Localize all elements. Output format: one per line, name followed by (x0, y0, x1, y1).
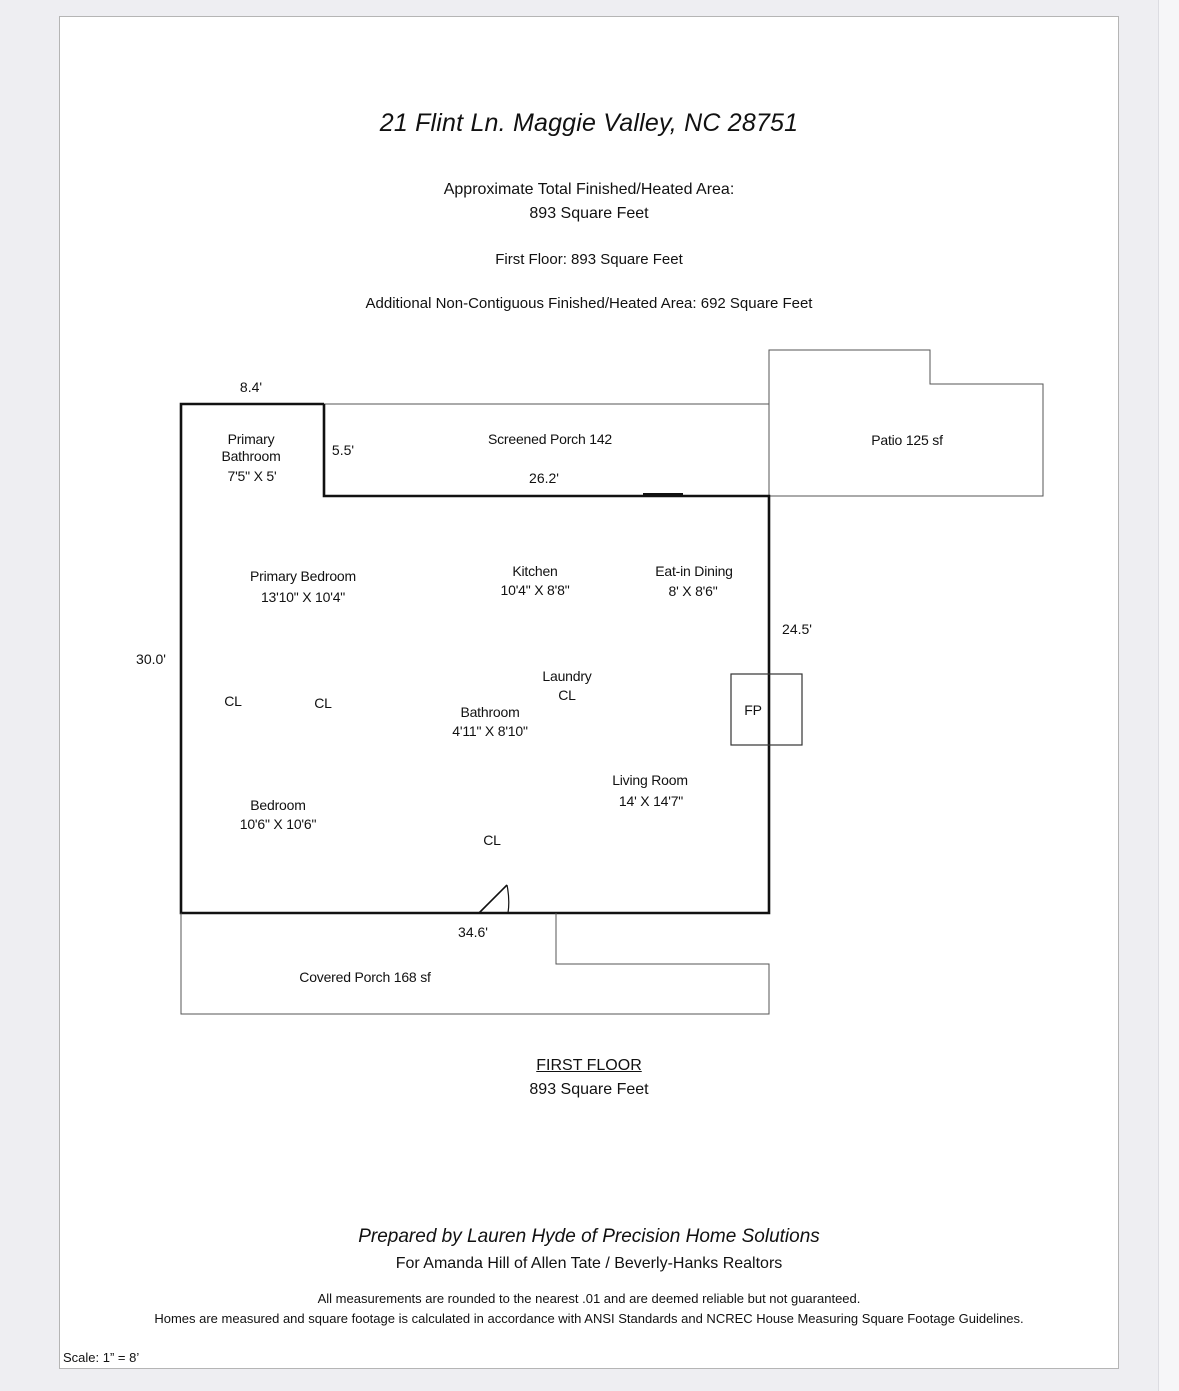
additional-area: Additional Non-Contiguous Finished/Heate… (365, 295, 813, 312)
floor-title: FIRST FLOOR (536, 1057, 642, 1074)
total-area-value: 893 Square Feet (529, 205, 649, 222)
living-room-name: Living Room (612, 772, 688, 788)
closet-label-1: CL (224, 693, 242, 709)
bedroom-size: 10'6" X 10'6" (239, 816, 317, 832)
dimension-bottom: 34.6' (458, 924, 488, 940)
primary-bedroom-size: 13'10" X 10'4" (260, 589, 346, 605)
dimension-top-left: 8.4' (239, 379, 263, 395)
dimension-bath-side: 5.5' (331, 442, 355, 458)
primary-bathroom-label: Primary Bathroom (221, 431, 280, 465)
prepared-for: For Amanda Hill of Allen Tate / Beverly-… (395, 1255, 783, 1272)
screened-porch-label: Screened Porch 142 (487, 431, 613, 447)
covered-porch-outline (180, 913, 770, 1015)
laundry-closet: CL (558, 687, 576, 703)
house-exterior-wall (179, 402, 771, 915)
primary-bedroom-name: Primary Bedroom (250, 568, 356, 584)
closet-label-3: CL (483, 832, 501, 848)
dimension-right-side: 24.5' (782, 621, 812, 637)
closet-label-2: CL (314, 695, 332, 711)
bathroom-size: 4'11" X 8'10" (452, 723, 528, 739)
living-room-size: 14' X 14'7" (618, 793, 684, 809)
dimension-left-side: 30.0' (136, 651, 166, 667)
eat-in-dining-size: 8' X 8'6" (668, 583, 718, 599)
page-edge-shade (1158, 0, 1179, 1391)
prepared-by: Prepared by Lauren Hyde of Precision Hom… (358, 1226, 820, 1247)
eat-in-dining-name: Eat-in Dining (655, 563, 733, 579)
kitchen-name: Kitchen (512, 563, 558, 579)
disclaimer-line-2: Homes are measured and square footage is… (154, 1311, 1024, 1326)
scale-label: Scale: 1” = 8’ (63, 1350, 140, 1365)
patio-outline (768, 349, 1044, 497)
fireplace-label: FP (744, 702, 762, 718)
fireplace-box (730, 673, 803, 746)
total-area-label: Approximate Total Finished/Heated Area: (443, 181, 735, 198)
laundry-name: Laundry (542, 668, 592, 684)
entry-door (478, 884, 508, 914)
first-floor-area: First Floor: 893 Square Feet (495, 251, 683, 268)
kitchen-size: 10'4" X 8'8" (500, 582, 570, 598)
floor-plan-sheet (59, 16, 1119, 1369)
primary-bathroom-name-2: Bathroom (221, 448, 281, 464)
primary-bathroom-size: 7'5" X 5' (227, 468, 277, 484)
property-address: 21 Flint Ln. Maggie Valley, NC 28751 (379, 109, 799, 137)
bedroom-name: Bedroom (250, 797, 306, 813)
covered-porch-label: Covered Porch 168 sf (299, 969, 431, 985)
floor-area: 893 Square Feet (529, 1081, 649, 1098)
disclaimer-line-1: All measurements are rounded to the near… (317, 1291, 861, 1306)
bathroom-name: Bathroom (460, 704, 520, 720)
patio-label: Patio 125 sf (871, 432, 943, 448)
dimension-porch-width: 26.2' (529, 470, 559, 486)
primary-bathroom-name-1: Primary (227, 431, 275, 447)
entry-door-swing-arc (506, 884, 510, 914)
